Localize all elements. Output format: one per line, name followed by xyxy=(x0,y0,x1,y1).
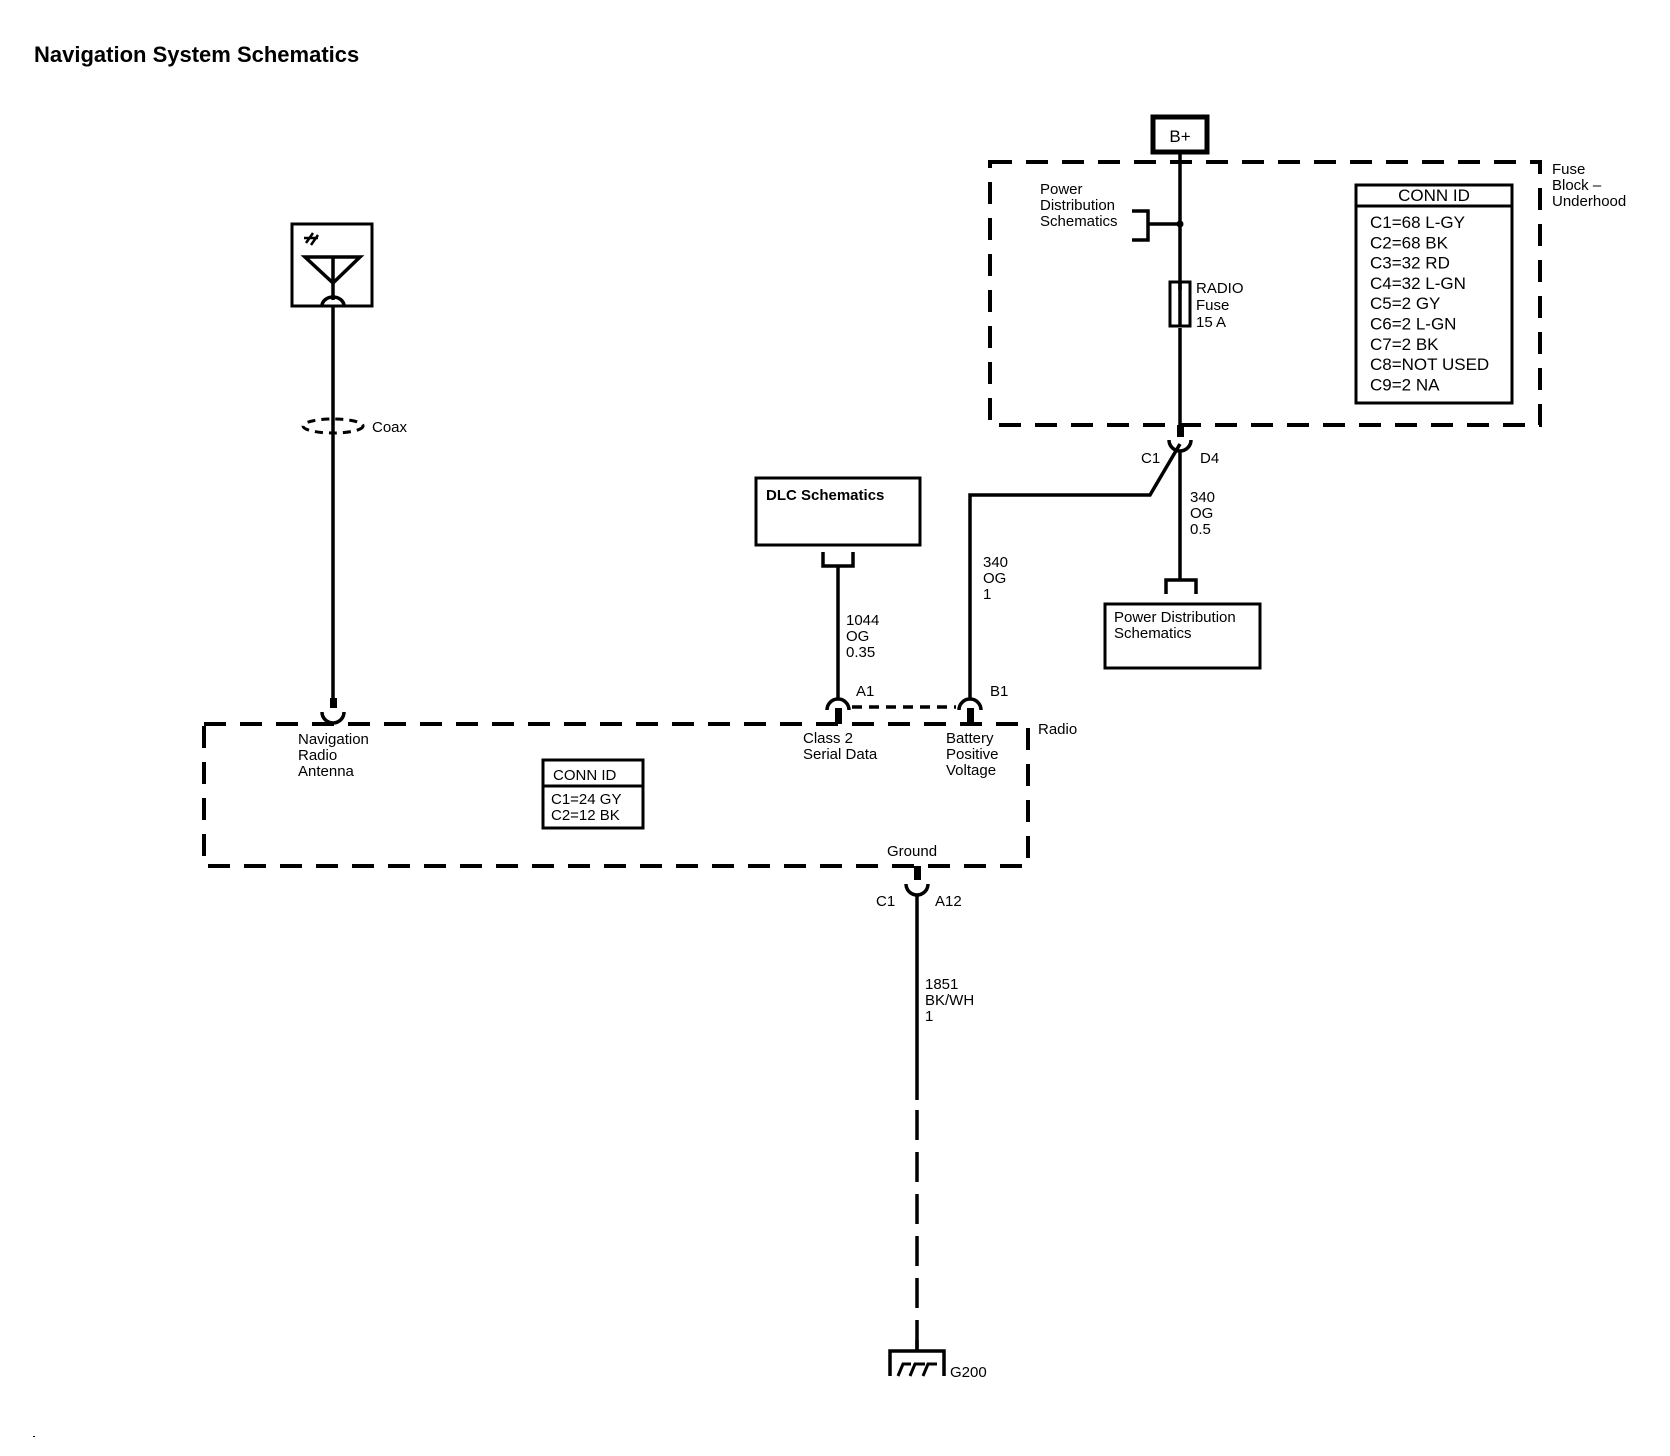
ground-conn-pin: A12 xyxy=(935,893,962,910)
pd-ref-line1: Power xyxy=(1040,181,1083,198)
ground-label: G200 xyxy=(950,1364,987,1381)
stray-mark xyxy=(33,1436,35,1437)
wire-340-05-circuit: 340 xyxy=(1190,489,1215,506)
conn-id-row: C3=32 RD xyxy=(1370,254,1450,273)
fb-connector-pin: D4 xyxy=(1200,450,1219,467)
wire-1044-circuit: 1044 xyxy=(846,612,879,629)
radio-conn-id-header: CONN ID xyxy=(553,767,617,784)
battery-label-line1: Battery xyxy=(946,730,994,747)
conn-id-row: C1=68 L-GY xyxy=(1370,213,1465,232)
pd-connector-bracket xyxy=(1164,578,1198,594)
radio-conn-id-table: CONN ID C1=24 GY C2=12 BK xyxy=(541,758,645,830)
dlc-label: DLC Schematics xyxy=(766,487,884,504)
antenna-pin-label-line1: Navigation xyxy=(298,731,369,748)
wire-1851-color: BK/WH xyxy=(925,992,974,1009)
antenna-icon xyxy=(300,232,365,307)
fb-connector-id: C1 xyxy=(1141,450,1160,467)
fuse-block-underhood: Fuse Block – Underhood xyxy=(988,160,1626,427)
pd-box-line2: Schematics xyxy=(1114,625,1192,642)
a1-pin-label: A1 xyxy=(856,683,874,700)
fuse-name: RADIO xyxy=(1196,280,1244,297)
conn-id-row: C2=68 BK xyxy=(1370,233,1449,252)
fuse-block-connector-d4: C1 D4 xyxy=(1141,425,1219,467)
b-plus-source: B+ xyxy=(1150,114,1210,155)
pd-ref-line2: Distribution xyxy=(1040,197,1115,214)
conn-id-row: C4=32 L-GN xyxy=(1370,274,1466,293)
radio-fuse: RADIO Fuse 15 A xyxy=(1168,280,1244,331)
antenna-pin-label-line3: Antenna xyxy=(298,763,355,780)
wire-340-1-color: OG xyxy=(983,570,1006,587)
wire-340-1-circuit: 340 xyxy=(983,554,1008,571)
pd-box-line1: Power Distribution xyxy=(1114,609,1236,626)
fuse-type: Fuse xyxy=(1196,297,1229,314)
wire-1851-gauge: 1 xyxy=(925,1008,933,1025)
ground-pin-label: Ground xyxy=(887,843,937,860)
class2-label-line2: Serial Data xyxy=(803,746,878,763)
conn-id-row: C7=2 BK xyxy=(1370,335,1439,354)
battery-label-line3: Voltage xyxy=(946,762,996,779)
conn-id-row: C6=2 L-GN xyxy=(1370,315,1456,334)
wire-340-05-gauge: 0.5 xyxy=(1190,521,1211,538)
radio-connector-b1: B1 xyxy=(957,683,1008,724)
conn-id-row: C5=2 GY xyxy=(1370,294,1440,313)
radio-ground-connector: C1 A12 xyxy=(876,866,962,910)
wire-1851-circuit: 1851 xyxy=(925,976,958,993)
battery-label-line2: Positive xyxy=(946,746,999,763)
dlc-schematics-box[interactable]: DLC Schematics xyxy=(754,476,922,547)
navigation-antenna xyxy=(290,222,374,308)
fuse-rating: 15 A xyxy=(1196,314,1226,331)
antenna-pin-label-line2: Radio xyxy=(298,747,337,764)
conn-id-row: C8=NOT USED xyxy=(1370,355,1489,374)
radio-conn-row: C2=12 BK xyxy=(551,807,620,824)
radio-conn-row: C1=24 GY xyxy=(551,791,621,808)
splice-dot xyxy=(1176,220,1184,228)
class2-label-line1: Class 2 xyxy=(803,730,853,747)
wire-340-05-color: OG xyxy=(1190,505,1213,522)
conn-id-header: CONN ID xyxy=(1398,186,1470,205)
radio-name: Radio xyxy=(1038,721,1077,738)
dlc-connector-bracket xyxy=(821,552,855,568)
power-distribution-ref: Power Distribution Schematics xyxy=(1040,181,1184,242)
ground-conn-id: C1 xyxy=(876,893,895,910)
coax-shield-icon xyxy=(301,417,365,435)
wire-340-1-gauge: 1 xyxy=(983,586,991,603)
fuse-block-name-line2: Block – xyxy=(1552,177,1602,194)
antenna-radio-connector xyxy=(320,698,346,725)
conn-id-row: C9=2 NA xyxy=(1370,375,1440,394)
wire-1044-gauge: 0.35 xyxy=(846,644,875,661)
ground-g200: G200 xyxy=(888,1340,987,1381)
pd-ref-line3: Schematics xyxy=(1040,213,1118,230)
power-distribution-box[interactable]: Power Distribution Schematics xyxy=(1103,602,1262,670)
fuse-block-name-line3: Underhood xyxy=(1552,193,1626,210)
coax-label: Coax xyxy=(372,419,408,436)
fuse-block-name-line1: Fuse xyxy=(1552,161,1585,178)
b1-pin-label: B1 xyxy=(990,683,1008,700)
page-title: Navigation System Schematics xyxy=(34,42,360,67)
wire-1044-color: OG xyxy=(846,628,869,645)
radio-connector-a1: A1 xyxy=(825,683,874,724)
radio-module[interactable]: Radio xyxy=(202,721,1077,868)
b-plus-label: B+ xyxy=(1169,127,1190,146)
wire-340-og-1 xyxy=(968,443,1182,698)
ground-icon xyxy=(896,1362,937,1377)
